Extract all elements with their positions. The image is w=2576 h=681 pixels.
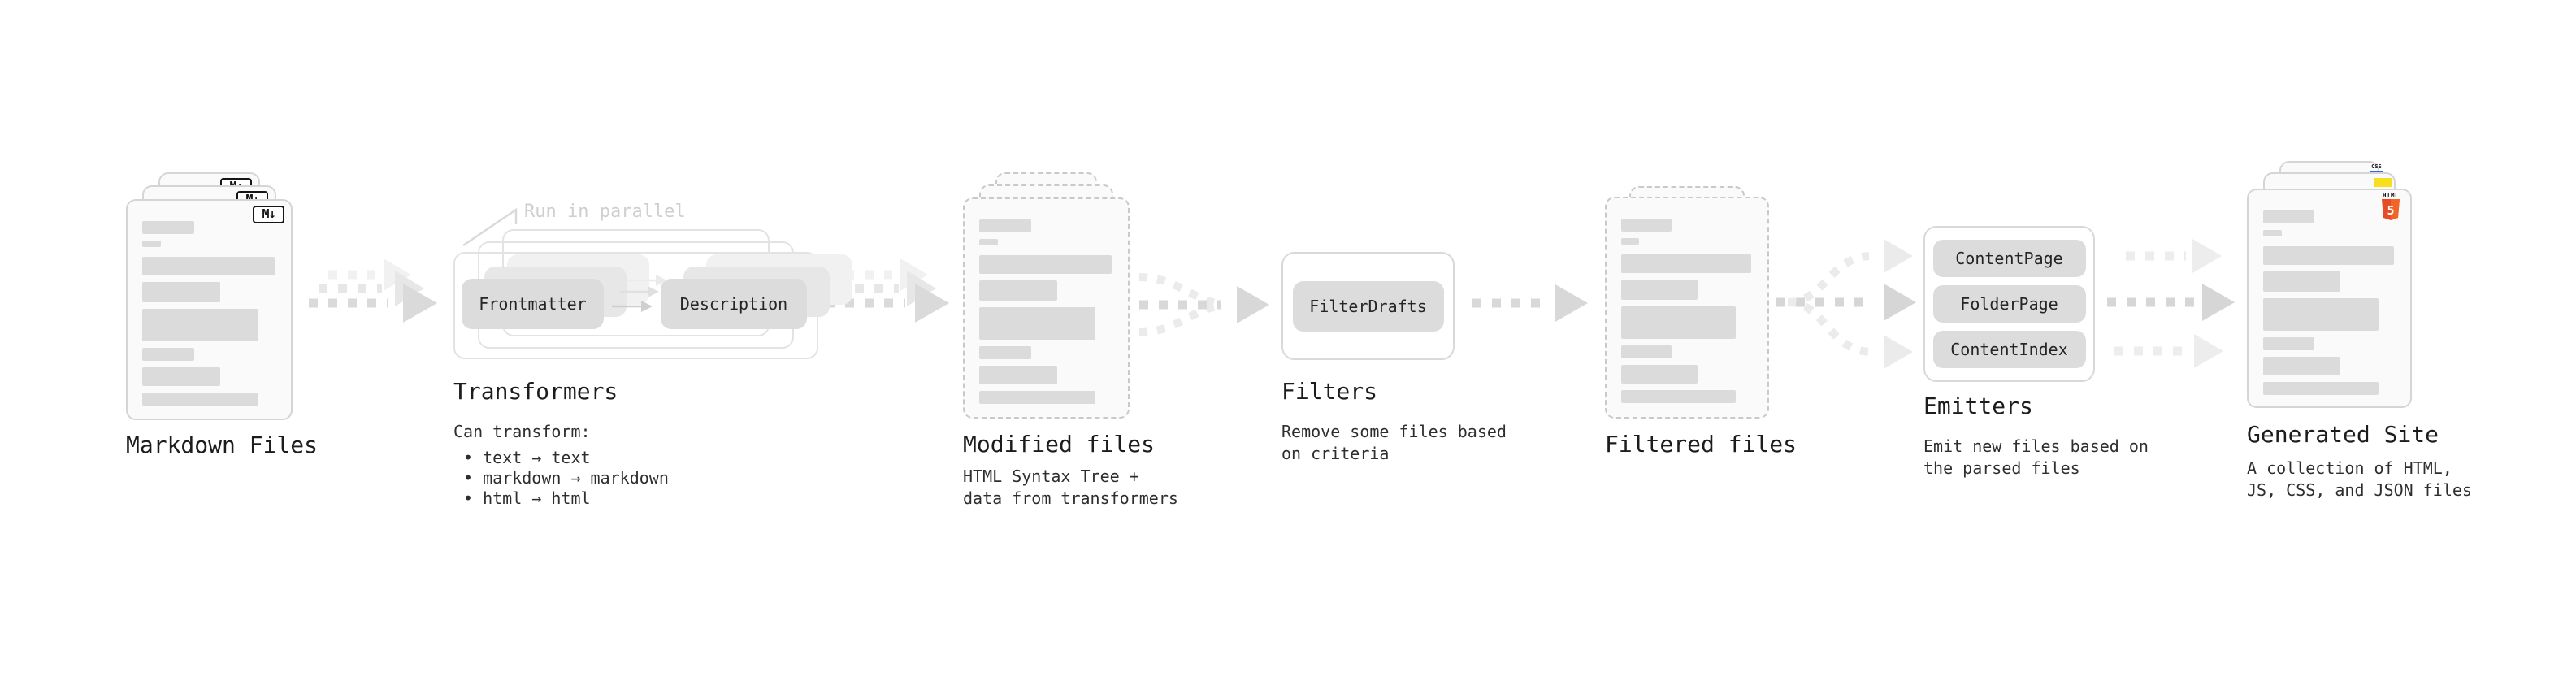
chip-contentpage: ContentPage <box>1932 240 2086 277</box>
content-line-bar <box>1621 280 1698 300</box>
content-line-bar <box>142 309 259 341</box>
content-line-bar <box>979 239 998 245</box>
chip-contentindex: ContentIndex <box>1932 331 2086 368</box>
node-label-modified-files: Modified files <box>963 431 1156 458</box>
content-line-bar <box>2263 271 2340 292</box>
file-card-front <box>126 199 293 420</box>
content-line-bar <box>2263 382 2379 395</box>
content-line-bar <box>1621 365 1698 384</box>
file-content-placeholder <box>965 199 1128 404</box>
content-line-bar <box>1621 238 1640 245</box>
content-line-bar <box>2263 298 2379 331</box>
content-line-bar <box>142 367 221 386</box>
filters-description: Remove some files based on criteria <box>1281 422 1507 463</box>
content-line-bar <box>1621 306 1736 339</box>
chip-frontmatter: Frontmatter <box>462 279 604 329</box>
arrow-emitters-to-site <box>2107 239 2235 368</box>
arrow-markdown-to-transformers <box>309 258 437 323</box>
bullet-item: • html → html <box>463 488 591 508</box>
content-line-bar <box>1621 219 1672 232</box>
bullet-item: • markdown → markdown <box>463 468 669 488</box>
content-line-bar <box>979 219 1031 232</box>
content-line-bar <box>142 221 194 234</box>
transformers-bullet-list: • text → text • markdown → markdown • ht… <box>453 448 835 509</box>
content-line-bar <box>979 346 1031 359</box>
filters-box: FilterDrafts <box>1281 252 1455 360</box>
file-content-placeholder <box>128 201 291 406</box>
node-label-emitters: Emitters <box>1923 393 2033 419</box>
node-transformers: Run in parallel Frontmatter Description <box>453 199 852 509</box>
node-emitters: ContentPage FolderPage ContentIndex Emit… <box>1923 226 2167 479</box>
content-line-bar <box>142 348 194 361</box>
chip-folderpage: FolderPage <box>1932 285 2086 323</box>
transformers-desc-title: Can transform: <box>453 422 591 441</box>
site-file-stack: CSS HTML 5 <box>2247 161 2412 408</box>
arrow-filters-to-filtered <box>1472 284 1588 322</box>
node-markdown-files: M↓ M↓ M↓ Markdown Files <box>126 172 353 458</box>
node-label-generated-site: Generated Site <box>2247 421 2439 448</box>
file-card-front <box>1605 197 1769 419</box>
modified-files-description: HTML Syntax Tree + data from transformer… <box>963 466 1178 508</box>
node-label-filters: Filters <box>1281 378 1378 405</box>
node-generated-site: CSS HTML 5 Generated Site A collection o… <box>2247 161 2491 501</box>
modified-file-stack <box>963 172 1130 419</box>
emitters-box: ContentPage FolderPage ContentIndex <box>1923 226 2095 382</box>
file-card-front <box>2247 189 2412 408</box>
content-line-bar <box>142 257 275 275</box>
svg-text:5: 5 <box>2387 203 2394 218</box>
content-line-bar <box>142 241 161 247</box>
content-line-bar <box>979 255 1112 274</box>
css-icon: CSS <box>2370 164 2383 174</box>
generated-site-description: A collection of HTML, JS, CSS, and JSON … <box>2247 458 2472 500</box>
content-line-bar <box>2263 357 2340 375</box>
file-content-placeholder <box>1607 198 1767 403</box>
content-line-bar <box>2263 210 2314 223</box>
annotation-callout-line <box>462 207 518 247</box>
content-line-bar <box>1621 345 1672 358</box>
content-line-bar <box>979 391 1096 404</box>
filtered-file-stack <box>1605 186 1769 419</box>
node-filters: FilterDrafts Filters Remove some files b… <box>1281 252 1525 465</box>
content-line-bar <box>2263 337 2314 350</box>
content-line-bar <box>2263 230 2282 236</box>
arrow-transformers-to-modified <box>826 258 949 323</box>
html5-shield: 5 <box>2382 199 2400 220</box>
file-content-placeholder <box>2249 190 2410 395</box>
run-in-parallel-annotation: Run in parallel <box>524 202 686 222</box>
markdown-icon: M↓ <box>253 206 284 223</box>
bullet-item: • text → text <box>463 448 591 467</box>
content-line-bar <box>2263 246 2394 265</box>
content-line-bar <box>142 393 259 406</box>
html5-icon: HTML 5 <box>2380 193 2401 223</box>
markdown-file-stack: M↓ M↓ M↓ <box>126 172 293 420</box>
arrow-filtered-to-emitters-diverge <box>1776 239 1916 369</box>
node-label-markdown-files: Markdown Files <box>126 432 319 458</box>
content-line-bar <box>1621 390 1736 403</box>
transformer-box-stack: Frontmatter Description <box>453 199 852 359</box>
node-label-transformers: Transformers <box>453 378 618 405</box>
content-line-bar <box>1621 254 1751 273</box>
content-line-bar <box>979 280 1058 301</box>
content-line-bar <box>979 307 1096 340</box>
node-label-filtered-files: Filtered files <box>1605 431 1798 458</box>
chip-flow-arrows <box>612 275 667 312</box>
content-line-bar <box>979 366 1058 384</box>
js-icon <box>2374 178 2392 187</box>
node-filtered-files: Filtered files <box>1605 186 1832 458</box>
file-card-front <box>963 197 1130 419</box>
emitters-description: Emit new files based on the parsed files <box>1923 436 2149 478</box>
arrow-modified-to-filters-converge <box>1138 273 1269 336</box>
content-line-bar <box>142 282 221 302</box>
chip-description: Description <box>661 279 807 329</box>
chip-filterdrafts: FilterDrafts <box>1292 280 1444 332</box>
node-modified-files: Modified files HTML Syntax Tree + data f… <box>963 172 1199 510</box>
